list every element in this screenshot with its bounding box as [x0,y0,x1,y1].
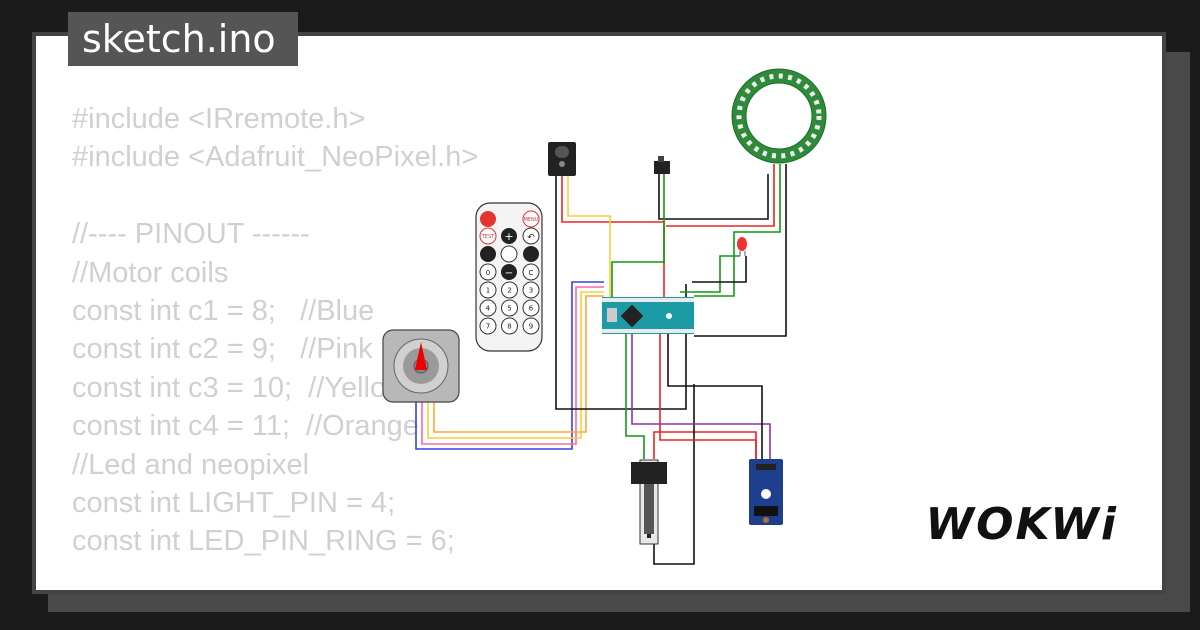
circuit-diagram: MENU TEST + ↶ 0 − C 1 2 3 4 5 6 7 8 9 [382,68,827,565]
power-icon[interactable] [480,211,496,227]
code-line: #include <Adafruit_NeoPixel.h> [72,141,479,174]
wire-ir-black [555,176,687,410]
remote-digit-label: 1 [486,287,490,295]
remote-digit-button[interactable] [522,317,540,335]
wire-ir-red [561,176,665,304]
wire-led-black [692,256,747,283]
wire-ring-black [694,164,787,337]
wire-yellow [427,291,604,439]
sketch-filename-tab: sketch.ino [68,12,298,66]
code-line: //---- PINOUT ------ [72,218,310,251]
remote-digit-label: 6 [529,305,534,313]
wire-orange [433,295,604,433]
code-line: //Led and neopixel [72,448,310,481]
code-line: const int c1 = 8; //Blue [72,294,375,327]
slide-switch[interactable] [654,156,670,174]
menu-label: MENU [524,217,539,223]
remote-digit-label: 7 [486,323,490,331]
wire-sensor-black [667,334,763,459]
preview-card: #include <IRremote.h> #include <Adafruit_… [32,32,1166,594]
ir-remote[interactable]: MENU TEST + ↶ 0 − C 1 2 3 4 5 6 7 8 9 [475,202,543,352]
stepper-motor[interactable] [382,329,460,403]
back-label: ↶ [527,233,535,243]
wire-sensor-purple [631,334,771,459]
wire-sensor-red [659,334,757,459]
remote-digit-label: 8 [507,323,511,331]
code-line: const int LED_PIN_RING = 6; [72,525,455,558]
remote-digit-label: 9 [529,323,533,331]
remote-digit-label: 3 [529,287,533,295]
arduino-nano[interactable] [602,297,694,334]
remote-digit-label: 5 [507,305,511,313]
wire-pot-green [625,334,645,459]
code-line: const int c4 = 11; //Orange [72,410,419,443]
neopixel-ring[interactable] [731,68,827,164]
light-sensor[interactable] [749,459,783,525]
wire-pink [421,286,604,445]
wire-ring-green [694,164,781,297]
minus-label: − [505,268,513,279]
wire-switch-green [611,174,665,300]
remote-digit-button[interactable] [479,317,497,335]
plus-label: + [504,230,513,243]
remote-digit-button[interactable] [501,299,518,317]
c-label: C [529,269,534,277]
remote-digit-grid[interactable]: 1 2 3 4 5 6 7 8 9 [479,281,540,335]
wire-led-green [680,255,740,293]
wire-pot-red [653,431,757,459]
red-led[interactable] [737,237,747,256]
wire-ring-red [666,164,775,227]
wire-blue [415,281,604,450]
remote-digit-button[interactable] [501,317,518,335]
wires [415,164,787,565]
remote-digit-button[interactable] [522,281,540,299]
remote-digit-button[interactable] [479,281,497,299]
zero-label: 0 [486,269,490,277]
wire-ir-yellow [567,176,611,300]
ir-receiver[interactable] [548,142,576,176]
remote-digit-label: 2 [507,287,511,295]
wire-switch-black [658,174,769,220]
remote-digit-button[interactable] [522,299,540,317]
code-line: const int LIGHT_PIN = 4; [72,486,396,519]
remote-digit-button[interactable] [479,299,497,317]
remote-digit-button[interactable] [501,281,518,299]
code-line: #include <IRremote.h> [72,103,366,135]
code-line: const int c2 = 9; //Pink [72,333,373,366]
slide-potentiometer[interactable] [631,459,667,545]
code-line: //Motor coils [72,256,229,289]
wokwi-logo: WOKWi [925,499,1118,550]
test-label: TEST [481,234,495,240]
code-preview: #include <IRremote.h> #include <Adafruit_… [72,100,478,561]
remote-digit-label: 4 [486,305,491,313]
wire-pot-black [653,384,695,565]
